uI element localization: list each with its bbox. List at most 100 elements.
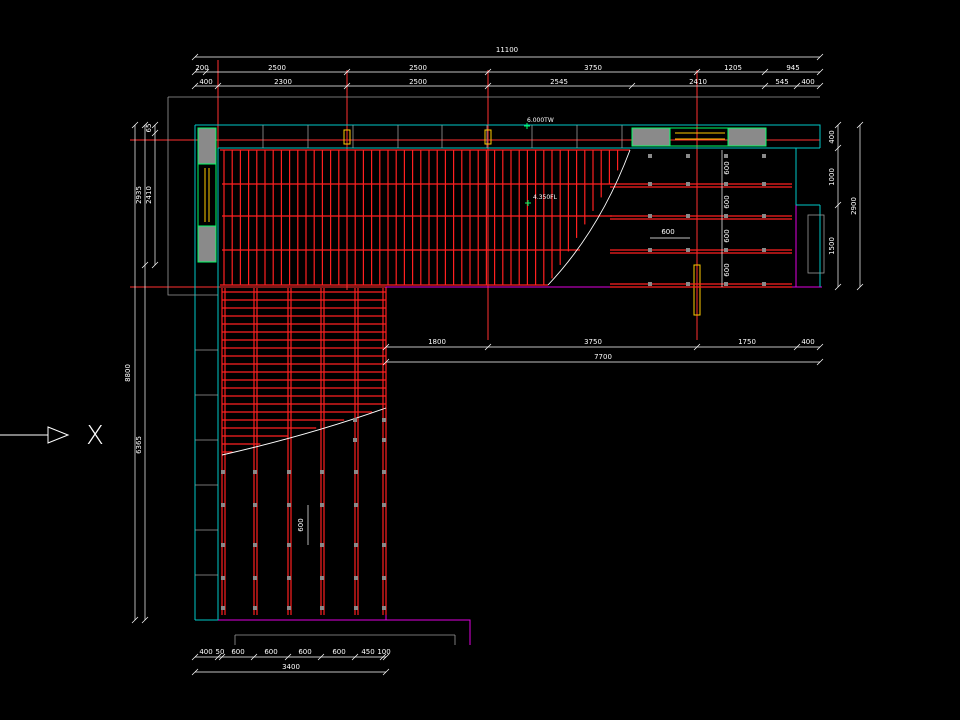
hatch-mark bbox=[221, 606, 225, 610]
dim-tick bbox=[484, 82, 492, 90]
right-dim: 1000 bbox=[828, 168, 836, 186]
hatch-mark bbox=[382, 418, 386, 422]
hatch-mark bbox=[354, 606, 358, 610]
dim-tick bbox=[191, 68, 199, 76]
hatch-mark bbox=[648, 182, 652, 186]
hatch-mark bbox=[382, 438, 386, 442]
right-overall-dim: 2900 bbox=[850, 197, 858, 215]
right-beams bbox=[222, 183, 792, 288]
top-row1-dim: 2500 bbox=[268, 64, 286, 72]
hatch-mark bbox=[724, 248, 728, 252]
dim-tick bbox=[816, 68, 824, 76]
level-marks: 6.000TW 4.350FL bbox=[524, 117, 558, 206]
dim-tick bbox=[834, 121, 842, 129]
top-row2-dim: 400 bbox=[199, 78, 212, 86]
dim-tick bbox=[151, 121, 159, 129]
bottom-dim: 600 bbox=[298, 648, 311, 656]
dim-tick bbox=[214, 82, 222, 90]
dim-tick bbox=[250, 653, 258, 661]
spacing-label: 600 bbox=[723, 161, 731, 174]
hatch-mark bbox=[382, 543, 386, 547]
hatch-mark bbox=[382, 503, 386, 507]
top-row2-dim: 2410 bbox=[689, 78, 707, 86]
spacing-labels: 600 600 600 600 600 600 bbox=[297, 161, 731, 531]
top-row1-dim: 945 bbox=[786, 64, 799, 72]
hatch-mark bbox=[354, 576, 358, 580]
dim-tick bbox=[151, 261, 159, 269]
dim-tick bbox=[343, 68, 351, 76]
hatch-mark bbox=[221, 576, 225, 580]
hatch-mark bbox=[762, 248, 766, 252]
hatch-mark bbox=[320, 576, 324, 580]
hatch-mark bbox=[354, 470, 358, 474]
dim-tick bbox=[761, 68, 769, 76]
dim-tick bbox=[141, 261, 149, 269]
dim-tick bbox=[834, 144, 842, 152]
dim-tick bbox=[382, 358, 390, 366]
hatch-mark bbox=[287, 503, 291, 507]
hatch-mark bbox=[353, 438, 357, 442]
dim-tick bbox=[856, 121, 864, 129]
hatch-mark bbox=[686, 248, 690, 252]
hatch-mark bbox=[724, 154, 728, 158]
dim-tick bbox=[191, 653, 199, 661]
bottom-dim: 100 bbox=[377, 648, 390, 656]
dim-tick bbox=[382, 343, 390, 351]
left-upper-dim: 65 bbox=[145, 124, 153, 133]
top-overall-dim: 11100 bbox=[496, 46, 518, 54]
bottom-dim: 600 bbox=[264, 648, 277, 656]
mid-dim: 400 bbox=[801, 338, 814, 346]
hatch-mark bbox=[724, 282, 728, 286]
bottom-dim: 450 bbox=[361, 648, 374, 656]
dim-tick bbox=[834, 201, 842, 209]
upper-joists bbox=[220, 149, 630, 286]
bottom-dimensions: 400 50 600 600 600 600 450 100 3400 bbox=[199, 648, 390, 671]
dim-tick bbox=[761, 82, 769, 90]
hatch-mark bbox=[354, 543, 358, 547]
hatch-mark bbox=[221, 503, 225, 507]
posts bbox=[204, 129, 725, 316]
window-left-bottom bbox=[197, 225, 217, 263]
hatch-mark bbox=[686, 182, 690, 186]
curve-lines bbox=[221, 149, 631, 456]
window-top-left bbox=[631, 127, 671, 147]
mid-dim: 1800 bbox=[428, 338, 446, 346]
dim-tick bbox=[816, 358, 824, 366]
dim-tick bbox=[693, 68, 701, 76]
hatch-mark bbox=[762, 182, 766, 186]
mid-dim: 3750 bbox=[584, 338, 602, 346]
right-dim: 400 bbox=[828, 130, 836, 143]
hatch-mark bbox=[354, 503, 358, 507]
hatch-mark bbox=[287, 470, 291, 474]
dim-tick bbox=[693, 343, 701, 351]
hatch-mark bbox=[382, 576, 386, 580]
dim-tick bbox=[141, 121, 149, 129]
hatch-mark bbox=[253, 576, 257, 580]
right-dimensions: 400 1000 1500 2900 bbox=[828, 130, 858, 255]
dim-tick bbox=[628, 82, 636, 90]
right-dim: 1500 bbox=[828, 237, 836, 255]
spacing-label: 600 bbox=[661, 228, 674, 236]
dim-tick bbox=[214, 653, 222, 661]
level-mark-tw: 6.000TW bbox=[527, 117, 554, 124]
top-row1-dim: 3750 bbox=[584, 64, 602, 72]
left-overall-dim: 8800 bbox=[124, 364, 132, 382]
top-row1-dim: 1205 bbox=[724, 64, 742, 72]
spacing-label: 600 bbox=[723, 195, 731, 208]
hatch-mark bbox=[221, 543, 225, 547]
dim-tick bbox=[343, 82, 351, 90]
dim-tick bbox=[191, 82, 199, 90]
hatch-mark bbox=[686, 282, 690, 286]
dim-tick bbox=[816, 53, 824, 61]
top-row2-dim: 2300 bbox=[274, 78, 292, 86]
lower-joists bbox=[222, 291, 386, 453]
spacing-label: 600 bbox=[723, 229, 731, 242]
dim-tick bbox=[793, 343, 801, 351]
mid-dim: 1750 bbox=[738, 338, 756, 346]
window-left-top bbox=[197, 127, 217, 165]
top-row2-dim: 545 bbox=[775, 78, 788, 86]
left-upper-dim: 2410 bbox=[145, 186, 153, 204]
hatch-mark bbox=[253, 503, 257, 507]
hatch-mark bbox=[320, 503, 324, 507]
hatch-mark bbox=[221, 470, 225, 474]
